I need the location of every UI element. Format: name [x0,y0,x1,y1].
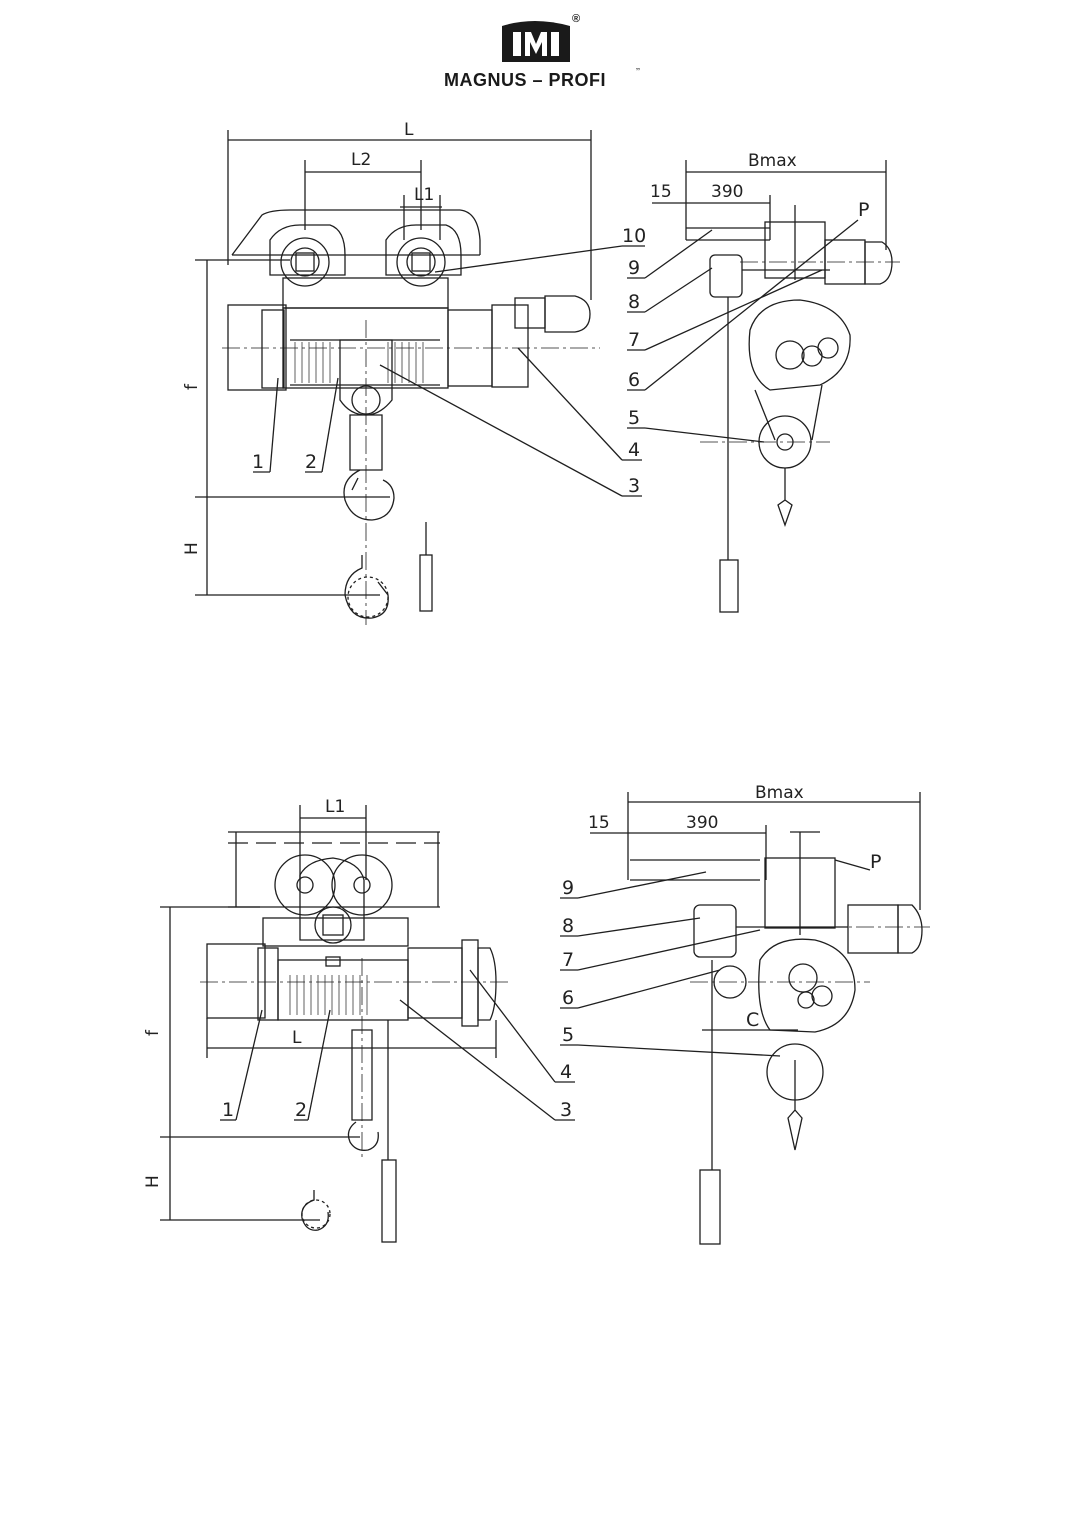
callout-3-top: 3 [628,475,640,497]
callout-5-top: 5 [628,407,640,429]
brand-logo-icon [502,21,570,62]
dim-390-bottom: 390 [686,813,718,833]
dim-f-bottom: f [143,1029,163,1036]
registered-mark: ® [572,13,581,25]
dim-L1-top: L1 [414,185,434,205]
callout-9-bottom: 9 [562,877,574,899]
dim-15-top: 15 [650,182,672,202]
dim-f-top: f [182,383,202,390]
dim-C-bottom: C [746,1009,759,1031]
dim-Bmax-bottom: Bmax [755,783,804,803]
callout-6-bottom: 6 [562,987,574,1009]
dim-H-top: H [182,542,202,555]
callout-7-bottom: 7 [562,949,574,971]
dim-Bmax-top: Bmax [748,151,797,171]
callout-8-top: 8 [628,291,640,313]
callout-7-top: 7 [628,329,640,351]
label-P-bottom: P [870,851,881,873]
dim-L-top: L [404,120,414,140]
callout-8-bottom: 8 [562,915,574,937]
callout-1-bottom: 1 [222,1099,234,1121]
callout-2-top: 2 [305,451,317,473]
trademark-mark: ʼʼ [636,68,640,75]
callout-6-top: 6 [628,369,640,391]
callout-4-bottom: 4 [560,1061,572,1083]
dim-15-bottom: 15 [588,813,610,833]
dim-390-top: 390 [711,182,743,202]
label-P-top: P [858,199,869,221]
callout-4-top: 4 [628,439,640,461]
dim-L2-top: L2 [351,150,371,170]
callout-9-top: 9 [628,257,640,279]
callout-1-top: 1 [252,451,264,473]
dim-L-bottom: L [292,1028,302,1048]
dim-L1-bottom: L1 [325,797,345,817]
callout-10-top: 10 [622,225,646,247]
callout-3-bottom: 3 [560,1099,572,1121]
callout-2-bottom: 2 [295,1099,307,1121]
brand-name: MAGNUS – PROFI [444,70,607,90]
callout-5-bottom: 5 [562,1024,574,1046]
dim-H-bottom: H [143,1175,163,1188]
